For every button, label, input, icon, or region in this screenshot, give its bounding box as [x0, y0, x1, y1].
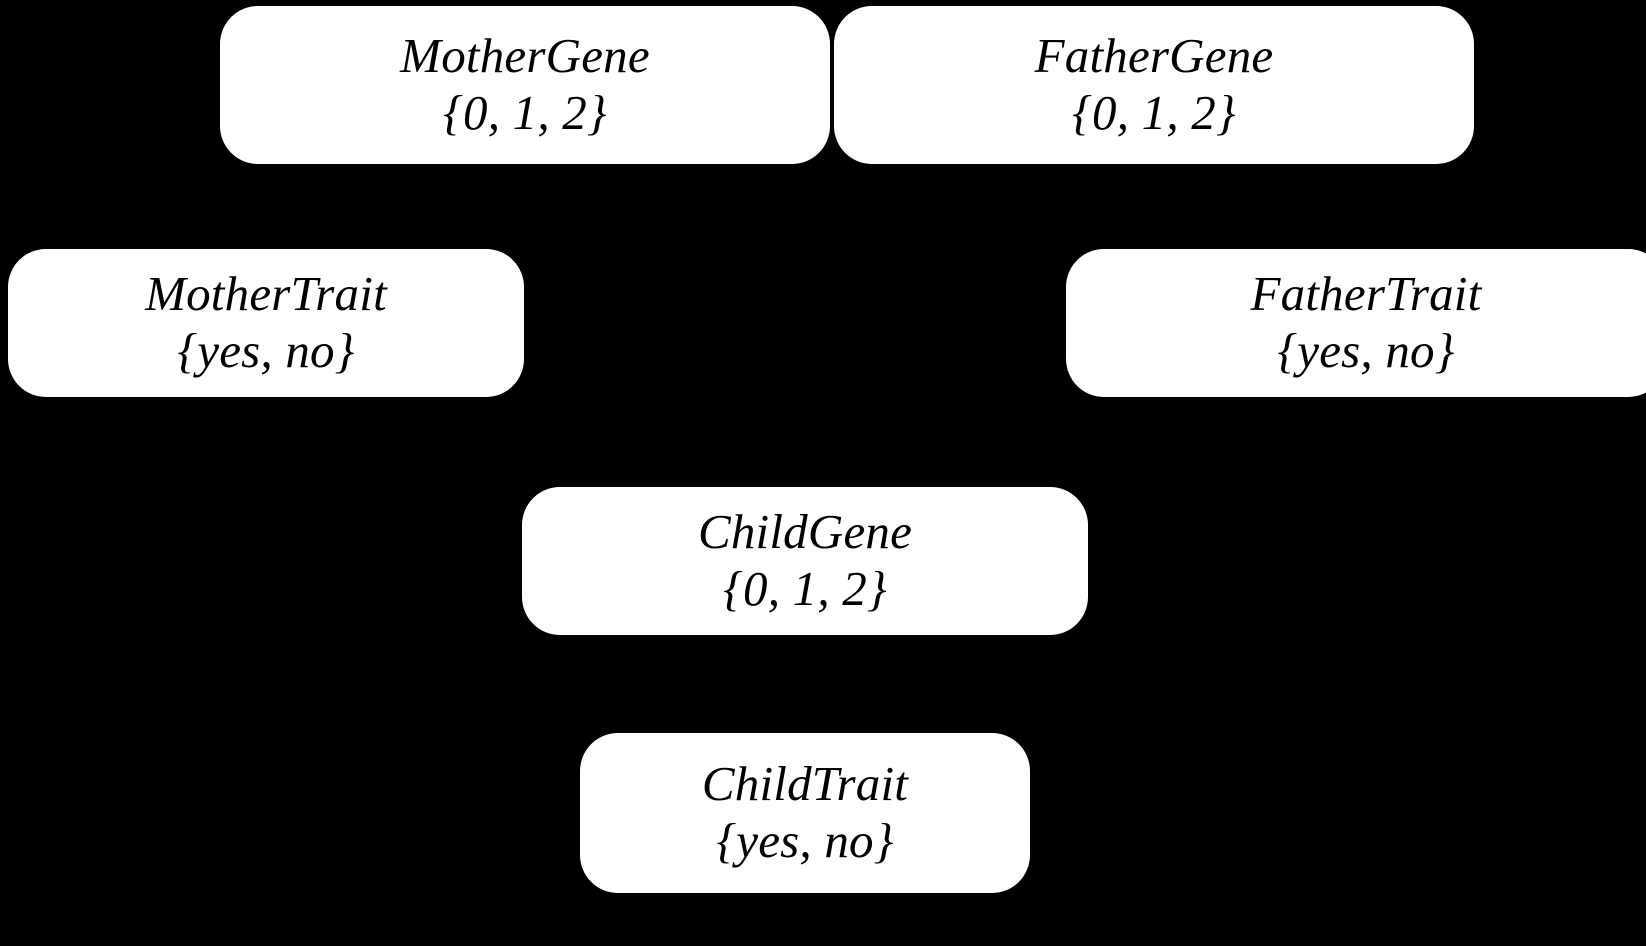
node-child-gene[interactable]: ChildGene {0, 1, 2}: [522, 487, 1088, 635]
node-father-gene-domain: {0, 1, 2}: [1072, 85, 1236, 140]
node-child-trait[interactable]: ChildTrait {yes, no}: [580, 733, 1030, 893]
node-mother-gene[interactable]: MotherGene {0, 1, 2}: [220, 6, 830, 164]
node-father-trait-domain: {yes, no}: [1277, 323, 1455, 378]
node-mother-trait[interactable]: MotherTrait {yes, no}: [8, 249, 524, 397]
node-child-trait-domain: {yes, no}: [716, 813, 894, 868]
node-father-gene-title: FatherGene: [1034, 28, 1274, 84]
node-father-trait-title: FatherTrait: [1250, 266, 1482, 322]
node-mother-gene-domain: {0, 1, 2}: [443, 85, 607, 140]
node-mother-trait-title: MotherTrait: [145, 266, 387, 322]
node-child-gene-domain: {0, 1, 2}: [723, 561, 887, 616]
node-mother-gene-title: MotherGene: [400, 28, 650, 84]
node-child-trait-title: ChildTrait: [701, 756, 909, 812]
node-father-gene[interactable]: FatherGene {0, 1, 2}: [834, 6, 1474, 164]
node-mother-trait-domain: {yes, no}: [177, 323, 355, 378]
node-child-gene-title: ChildGene: [697, 504, 913, 560]
node-father-trait[interactable]: FatherTrait {yes, no}: [1066, 249, 1646, 397]
